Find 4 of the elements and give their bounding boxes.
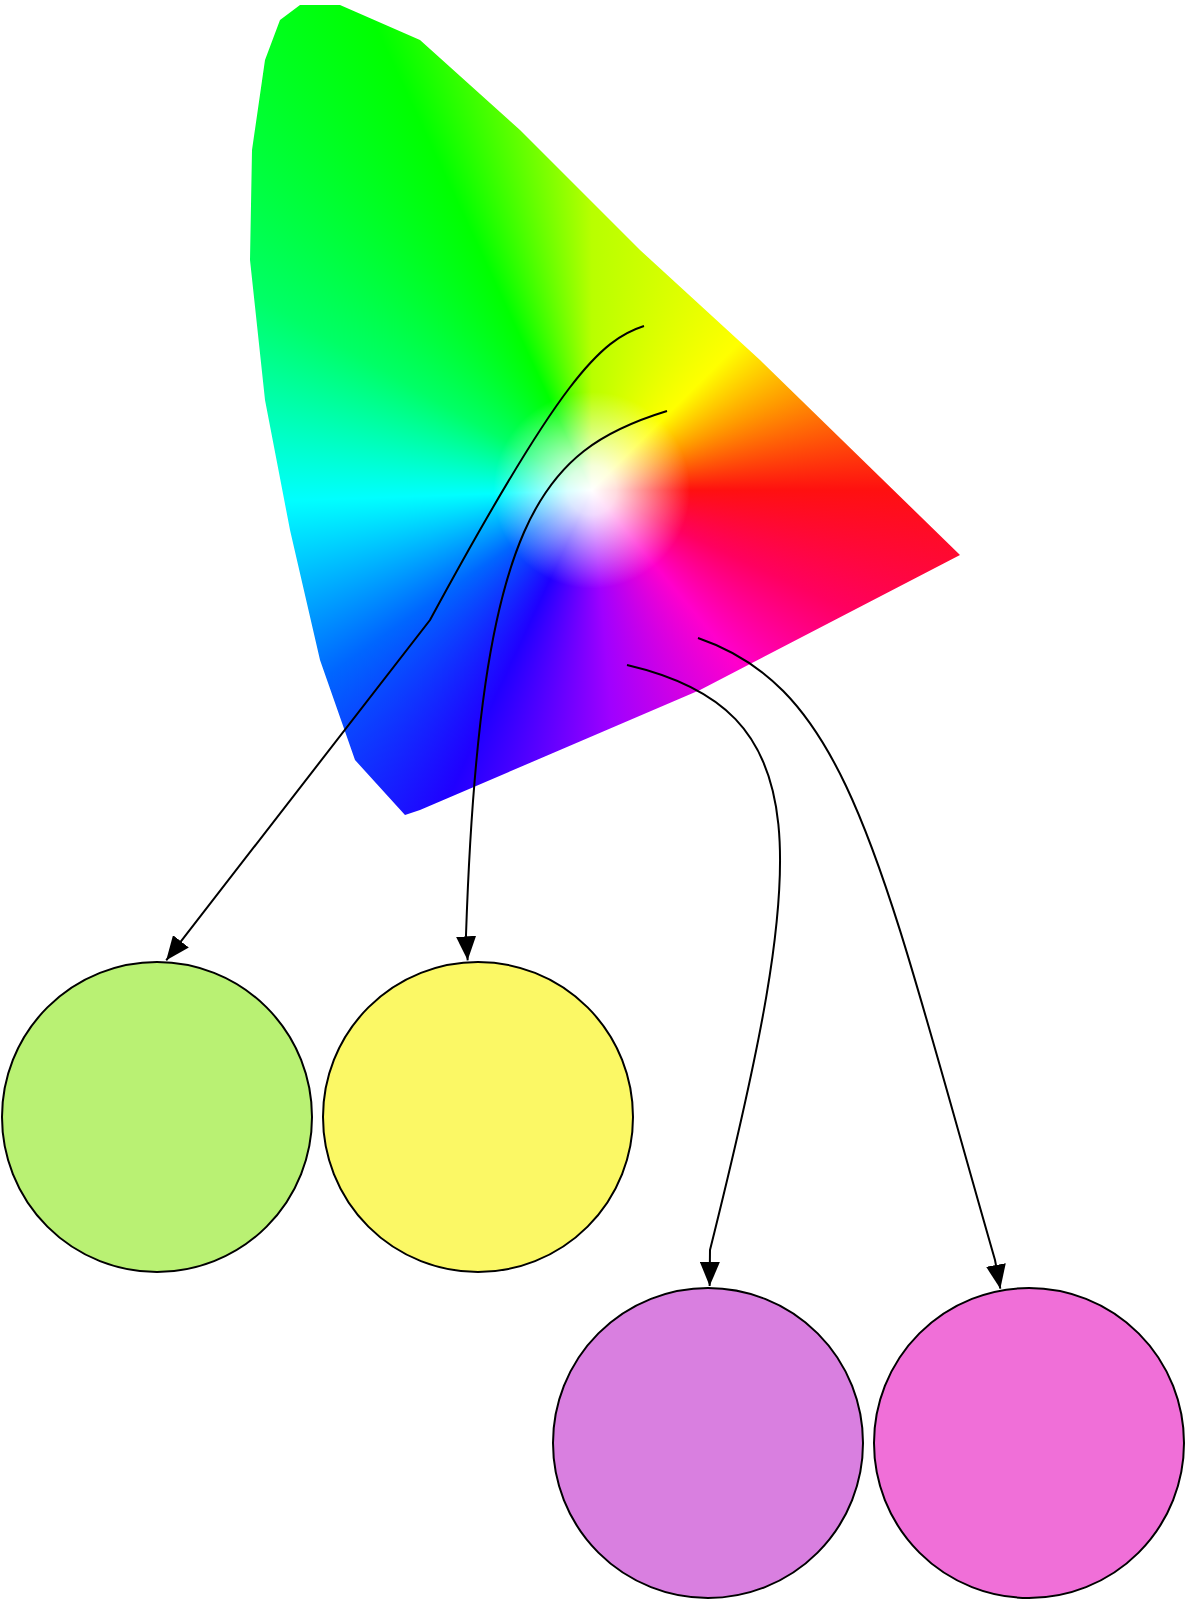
arrow: [697, 637, 1006, 1290]
arrow: [456, 410, 668, 962]
arrow: [165, 325, 645, 962]
arrow: [626, 664, 781, 1287]
